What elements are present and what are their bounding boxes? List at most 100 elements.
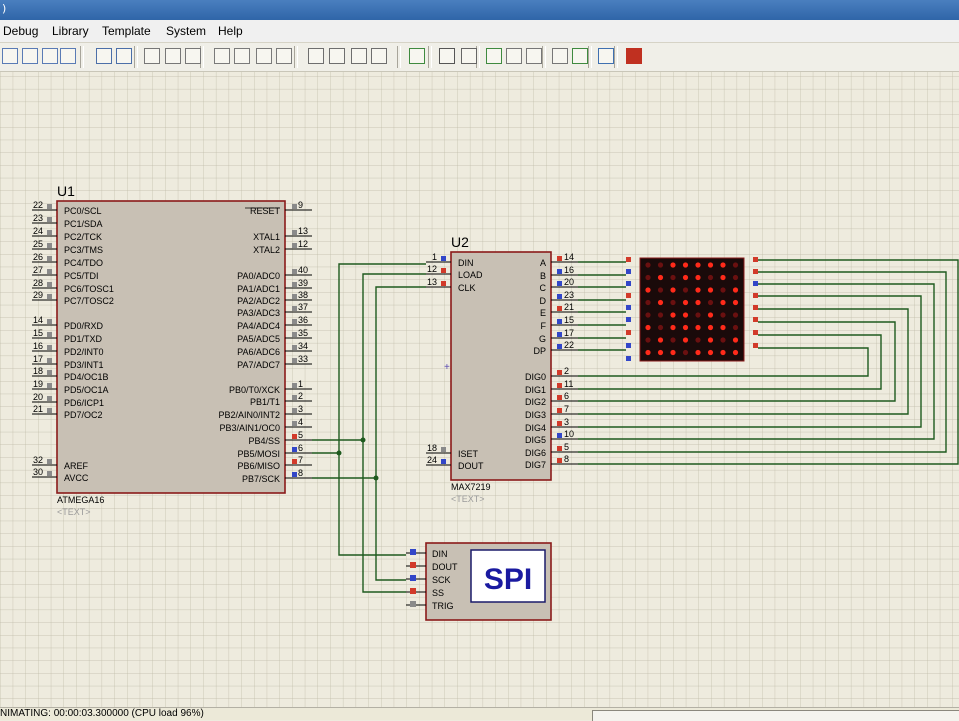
redo-icon[interactable]: [116, 48, 132, 64]
u2-pin-num: 21: [564, 302, 574, 312]
led-dot: [732, 262, 739, 268]
spi-pin-name: DIN: [432, 549, 448, 559]
wire-junction: [373, 475, 379, 481]
menu-library[interactable]: Library: [52, 24, 89, 38]
u1-pin-marker: [292, 421, 297, 426]
bom-icon[interactable]: [552, 48, 568, 64]
zoom-in-icon[interactable]: [2, 48, 18, 64]
make-device-icon[interactable]: [329, 48, 345, 64]
remove-sheet-icon[interactable]: [506, 48, 522, 64]
led-dot: [732, 287, 739, 293]
u1-pin-name: PC5/TDI: [64, 271, 99, 281]
led-dot: [695, 287, 701, 293]
matrix-pin-left: [626, 317, 631, 322]
u1-pin-name: PC4/TDO: [64, 258, 103, 268]
led-dot: [682, 287, 689, 293]
spi-pin-marker: [410, 562, 416, 568]
u2-pin-name: DIN: [458, 258, 474, 268]
cut-icon[interactable]: [144, 48, 160, 64]
led-dot: [670, 312, 676, 318]
toolbar-separator: [614, 46, 618, 68]
u1-pin-num: 7: [298, 455, 303, 465]
block-move-icon[interactable]: [234, 48, 250, 64]
led-dot: [682, 337, 689, 343]
u1-body[interactable]: [56, 200, 286, 494]
u2-pin-name: DIG2: [525, 397, 546, 407]
u2-pin-name: C: [540, 283, 547, 293]
u1-pin-marker: [292, 204, 297, 209]
led-dot: [670, 337, 676, 343]
wire-junction: [360, 437, 366, 443]
u1-pin-num: 16: [33, 341, 43, 351]
u1-pin-marker: [47, 230, 52, 235]
property-assign-icon[interactable]: [461, 48, 477, 64]
u1-pin-num: 37: [298, 302, 308, 312]
u1-pin-name: PA4/ADC4: [237, 321, 280, 331]
search-tag-icon[interactable]: [439, 48, 455, 64]
menu-system[interactable]: System: [166, 24, 207, 38]
u1-pin-num: 15: [33, 328, 43, 338]
status-bar: NIMATING: 00:00:03.300000 (CPU load 96%): [0, 707, 959, 721]
u2-pin-num: 2: [564, 366, 569, 376]
zoom-out-icon[interactable]: [22, 48, 38, 64]
u2-pin-num: 8: [564, 454, 569, 464]
wire-dig: [578, 295, 922, 428]
block-rotate-icon[interactable]: [256, 48, 272, 64]
block-copy-icon[interactable]: [214, 48, 230, 64]
menu-template[interactable]: Template: [102, 24, 151, 38]
toolbar-separator: [397, 46, 401, 68]
zoom-all-icon[interactable]: [42, 48, 58, 64]
copy-icon[interactable]: [165, 48, 181, 64]
u1-pin-num: 38: [298, 290, 308, 300]
netlist-ares-icon[interactable]: [598, 48, 614, 64]
u1-pin-marker: [47, 269, 52, 274]
u1-pin-num: 4: [298, 417, 303, 427]
zoom-area-icon[interactable]: [60, 48, 76, 64]
u1-pin-num: 27: [33, 265, 43, 275]
spi-pin-name: TRIG: [432, 601, 454, 611]
led-dot: [707, 262, 714, 268]
led-dot: [720, 287, 726, 293]
u1-text: <TEXT>: [57, 507, 91, 517]
u1-pin-name: PA2/ADC2: [237, 296, 280, 306]
menu-debug[interactable]: Debug: [3, 24, 39, 38]
electrical-check-icon[interactable]: [572, 48, 588, 64]
undo-icon[interactable]: [96, 48, 112, 64]
u2-body[interactable]: [450, 251, 552, 481]
menu-help[interactable]: Help: [218, 24, 243, 38]
wire-autorouter-icon[interactable]: [409, 48, 425, 64]
toolbar-separator: [542, 46, 546, 68]
decompose-icon[interactable]: [371, 48, 387, 64]
led-dot: [657, 287, 664, 293]
led-matrix[interactable]: [639, 257, 745, 362]
matrix-pin-left: [626, 257, 631, 262]
ares-icon[interactable]: [626, 48, 642, 64]
pick-device-icon[interactable]: [308, 48, 324, 64]
u1-pin-name: PC7/TOSC2: [64, 296, 114, 306]
matrix-pin-left: [626, 356, 631, 361]
u1-pin-num: 17: [33, 354, 43, 364]
u2-pin-num: 7: [564, 404, 569, 414]
led-dot: [670, 324, 676, 331]
u2-pin-marker: [557, 433, 562, 438]
led-dot: [645, 262, 651, 268]
u1-pin-num: 40: [298, 265, 308, 275]
u1-pin-name: PB3/AIN1/OC0: [219, 423, 280, 433]
wire-dig: [578, 321, 896, 402]
u1-pin-name: PD5/OC1A: [64, 385, 109, 395]
led-dot: [732, 274, 739, 281]
u2-pin-name: E: [540, 308, 546, 318]
new-sheet-icon[interactable]: [486, 48, 502, 64]
matrix-pin-right: [753, 257, 758, 262]
paste-icon[interactable]: [185, 48, 201, 64]
block-delete-icon[interactable]: [276, 48, 292, 64]
goto-sheet-icon[interactable]: [526, 48, 542, 64]
schematic-canvas[interactable]: U1ATMEGA16<TEXT>22PC0/SCL23PC1/SDA24PC2/…: [0, 72, 959, 707]
u2-pin-num: 16: [564, 265, 574, 275]
u2-pin-num: 22: [564, 340, 574, 350]
cursor-mark: +: [444, 362, 450, 373]
led-dot: [682, 262, 689, 268]
u1-pin-num: 18: [33, 366, 43, 376]
u2-text: <TEXT>: [451, 494, 485, 504]
package-icon[interactable]: [351, 48, 367, 64]
